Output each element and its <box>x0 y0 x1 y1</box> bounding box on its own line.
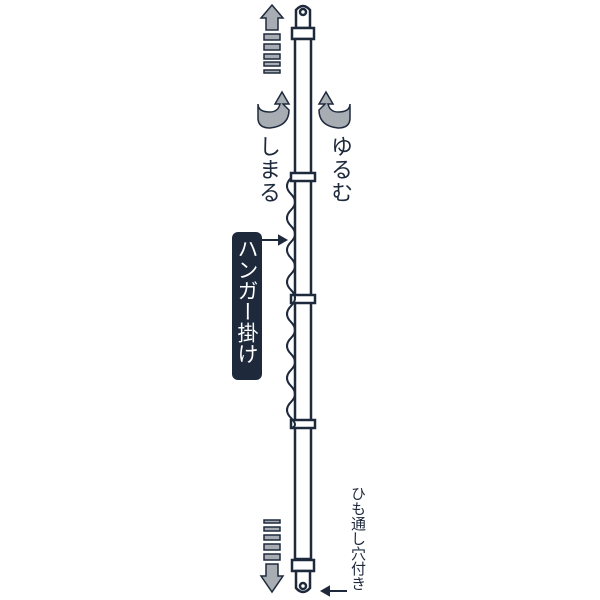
top-hole <box>298 7 308 17</box>
hanger-hook-badge: ハンガー掛け <box>232 232 262 380</box>
top-band <box>290 26 316 41</box>
rotate-loosen-icon <box>317 90 351 129</box>
hanger-wave <box>286 177 296 429</box>
hanger-hook-label: ハンガー掛け <box>235 238 259 364</box>
bottom-band <box>290 558 316 573</box>
down-arrow-icon <box>259 519 285 594</box>
joint-middle <box>289 293 317 305</box>
joint-upper <box>289 171 317 183</box>
loosen-label: ゆるむ <box>327 135 352 204</box>
tighten-label: しまる <box>255 135 280 204</box>
bottom-hole <box>298 581 308 591</box>
string-hole-label: ひも通し穴付き <box>349 486 367 591</box>
joint-lower <box>289 418 317 430</box>
up-arrow-icon <box>259 3 285 74</box>
rotate-tighten-icon <box>257 90 291 129</box>
